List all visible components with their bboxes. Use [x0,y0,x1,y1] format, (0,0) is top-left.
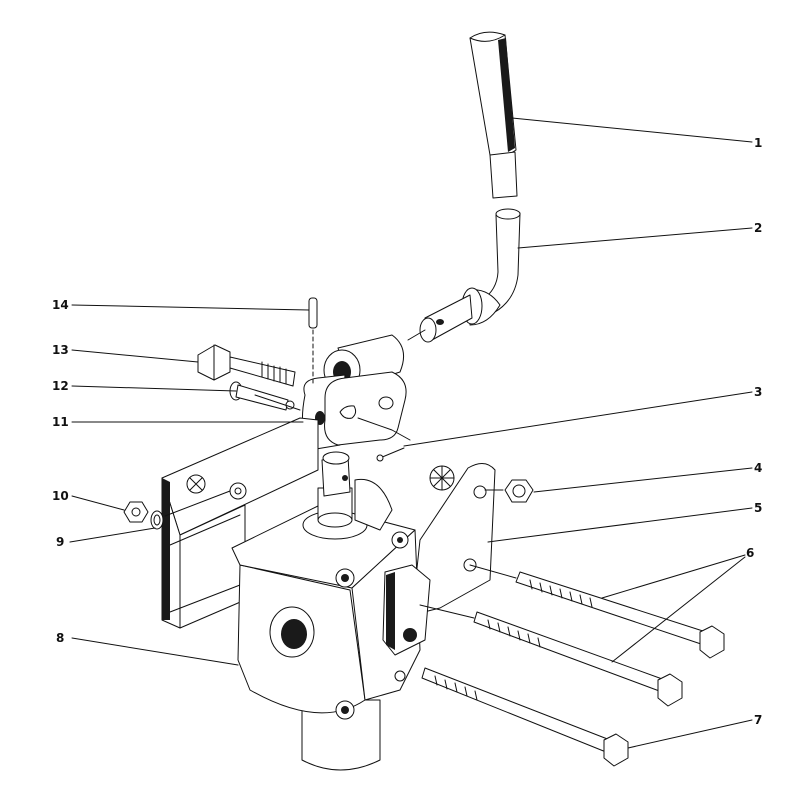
callout-4: 4 [754,461,762,475]
leader-lines [69,117,753,749]
assembly-lines [164,329,517,619]
callout-2: 2 [754,221,762,235]
part-bolts-6 [473,571,725,707]
callout-12: 12 [52,379,69,393]
part-cotter-pin-3 [376,447,405,462]
callout-1: 1 [754,136,762,150]
part-washer-9 [150,510,164,530]
callout-13: 13 [52,343,69,357]
part-pin-14 [308,297,318,329]
callout-3: 3 [754,385,762,399]
callout-10: 10 [52,489,69,503]
callouts: 1 2 3 4 5 6 7 8 9 10 11 12 13 14 [52,136,762,727]
part-clevis-pin-12 [229,381,295,411]
part-nut-10 [123,501,149,523]
callout-6: 6 [746,546,754,560]
callout-8: 8 [56,631,64,645]
part-handle-grip [469,31,518,199]
part-bolt-13 [197,344,296,387]
part-nut-4 [504,479,534,503]
callout-7: 7 [754,713,762,727]
part-bolt-7 [394,667,629,767]
callout-14: 14 [52,298,69,312]
part-side-plate-5 [382,463,496,656]
part-lever-rod [419,208,521,343]
callout-11: 11 [52,415,69,429]
part-mounting-bracket [161,417,319,629]
callout-9: 9 [56,535,64,549]
callout-5: 5 [754,501,762,515]
